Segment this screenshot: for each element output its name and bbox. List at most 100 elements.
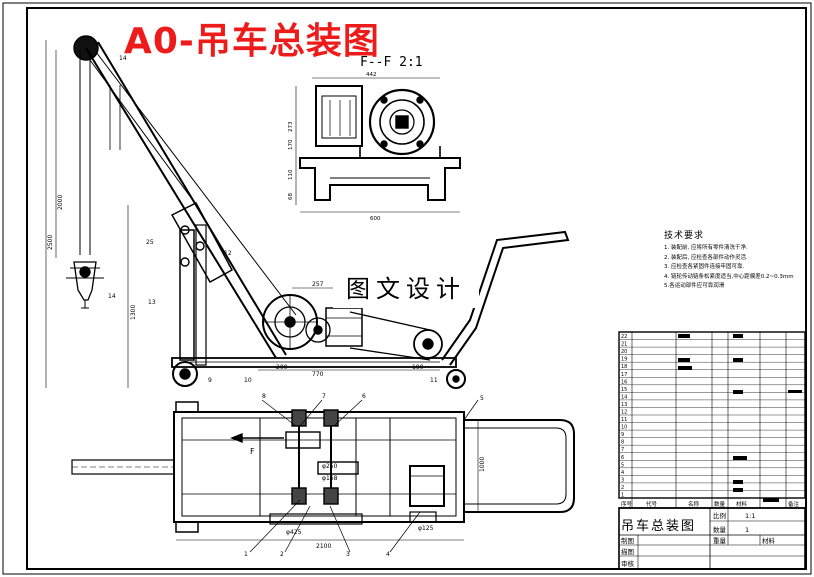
tech-item-3: 3. 应检查各紧固件连接牢固可靠.	[664, 264, 745, 270]
dim-2500: 2500	[47, 235, 54, 250]
bom-row-number: 3	[621, 477, 624, 483]
bom-table	[618, 331, 806, 509]
drawn-label: 制图	[621, 536, 634, 545]
callout-7: 7	[322, 393, 326, 400]
callout-12: 12	[224, 250, 232, 257]
side-view-dim-text: 2000 2500 1300 200 770 190 257 14 25 13 …	[47, 55, 438, 384]
dim-phi125: φ125	[418, 525, 434, 532]
callout-3: 3	[346, 551, 350, 558]
top-view-dim-text: 2100 1000 φ425 φ250 φ168 φ125 F 1 2 3 4 …	[244, 393, 486, 558]
review-label: 审核	[621, 559, 635, 568]
detail-drum	[368, 88, 436, 156]
bom-header-text: 序号 代号 名称 数量 材料 备注	[621, 500, 800, 508]
detail-view-dim-text: 442 273 170 110 68 600	[288, 72, 381, 222]
bom-row-number: 13	[621, 402, 627, 408]
bom-row-number: 7	[621, 447, 624, 453]
callout-6: 6	[362, 393, 366, 400]
scale-value: 1:1	[745, 512, 755, 520]
bom-row-number: 9	[621, 432, 624, 438]
title-block	[618, 507, 806, 570]
bom-row-number: 8	[621, 440, 624, 446]
callout-11: 11	[430, 377, 438, 384]
material-label: 材料	[762, 536, 776, 545]
callout-14: 14	[108, 293, 116, 300]
bom-row-number: 21	[621, 342, 627, 348]
qty-label: 数量	[713, 525, 727, 534]
front-wheel	[172, 361, 198, 387]
tech-requirements: 技术要求 1. 装配前, 应将所有零件清洗干净. 2. 装配后, 应检查各部件动…	[664, 228, 814, 292]
dim-110: 110	[288, 169, 294, 180]
arrow-label-f: F	[250, 447, 255, 456]
support-post	[179, 229, 195, 361]
title-block-name: 吊车总装图	[621, 519, 697, 534]
bom-row-number: 20	[621, 349, 627, 355]
bom-material-marks	[678, 334, 802, 502]
dim-257: 257	[312, 281, 324, 288]
top-frame	[173, 411, 465, 523]
dim-170: 170	[288, 139, 294, 150]
dim-1300: 1300	[130, 305, 137, 320]
callout-25: 25	[146, 239, 154, 246]
tech-item-4: 4. 链轮传动链条松紧度适当,中心距偏差0.2~0.3mm	[664, 273, 794, 280]
title-block-text: 比例 1:1 数量 1 重量 材料 制图 描图 审核	[621, 511, 776, 568]
callout-9: 9	[208, 377, 212, 384]
view-label: F--F 2:1	[360, 55, 423, 70]
motor	[325, 307, 363, 347]
dim-273: 273	[288, 121, 294, 132]
top-motor	[409, 465, 445, 507]
dim-2000: 2000	[57, 195, 64, 210]
bom-header-name: 名称	[688, 500, 700, 508]
callout-1: 1	[244, 551, 248, 558]
callout-13: 13	[148, 299, 156, 306]
qty-value: 1	[745, 526, 749, 534]
bom-row-number: 4	[621, 470, 624, 476]
bom-header-code: 代号	[646, 500, 658, 508]
bom-row-number: 15	[621, 387, 627, 393]
dim-phi250: φ250	[322, 463, 338, 470]
rear-wheel	[446, 369, 466, 389]
detail-view-ff	[295, 77, 461, 213]
dim-phi425: φ425	[286, 529, 302, 536]
bom-row-number: 18	[621, 364, 627, 370]
bom-row-number: 17	[621, 372, 627, 378]
bom-row-number: 5	[621, 462, 624, 468]
tech-heading: 技术要求	[664, 231, 705, 241]
bom-header-qty: 数量	[714, 500, 726, 508]
dim-770: 770	[312, 371, 324, 378]
bom-row-number: 10	[621, 425, 627, 431]
callout-15: 14	[119, 55, 127, 62]
callout-8: 8	[262, 393, 266, 400]
bom-row-number: 22	[621, 334, 627, 340]
check-label: 描图	[621, 547, 634, 556]
dim-68: 68	[288, 193, 294, 200]
dim-200: 200	[276, 364, 288, 371]
chassis	[171, 357, 457, 368]
dim-2100: 2100	[316, 543, 331, 550]
tech-item-5: 5.各运动部件应可靠润滑	[664, 283, 725, 289]
callout-4: 4	[386, 551, 390, 558]
bom-row-number: 1	[621, 493, 624, 499]
callout-10: 10	[244, 377, 252, 384]
bom-header-no: 序号	[621, 500, 633, 508]
bom-row-number: 12	[621, 410, 627, 416]
watermark-box: 图文设计	[333, 270, 479, 308]
bom-header-material: 材料	[736, 500, 748, 508]
bom-row-number: 11	[621, 417, 627, 423]
callout-2: 2	[280, 551, 284, 558]
bom-row-number: 6	[621, 455, 624, 461]
tech-item-2: 2. 装配后, 应检查各部件动作灵活.	[664, 254, 748, 261]
bom-row-number: 19	[621, 357, 627, 363]
inner-frame	[26, 7, 807, 570]
dim-190: 190	[412, 364, 424, 371]
dim-phi168: φ168	[322, 475, 338, 482]
dim-600: 600	[370, 216, 381, 222]
dim-1000: 1000	[479, 457, 486, 472]
bom-row-number: 14	[621, 394, 627, 400]
bom-row-number: 16	[621, 379, 627, 385]
side-view	[45, 35, 570, 389]
dim-442: 442	[366, 72, 377, 78]
tech-item-1: 1. 装配前, 应将所有零件清洗干净.	[664, 245, 748, 251]
